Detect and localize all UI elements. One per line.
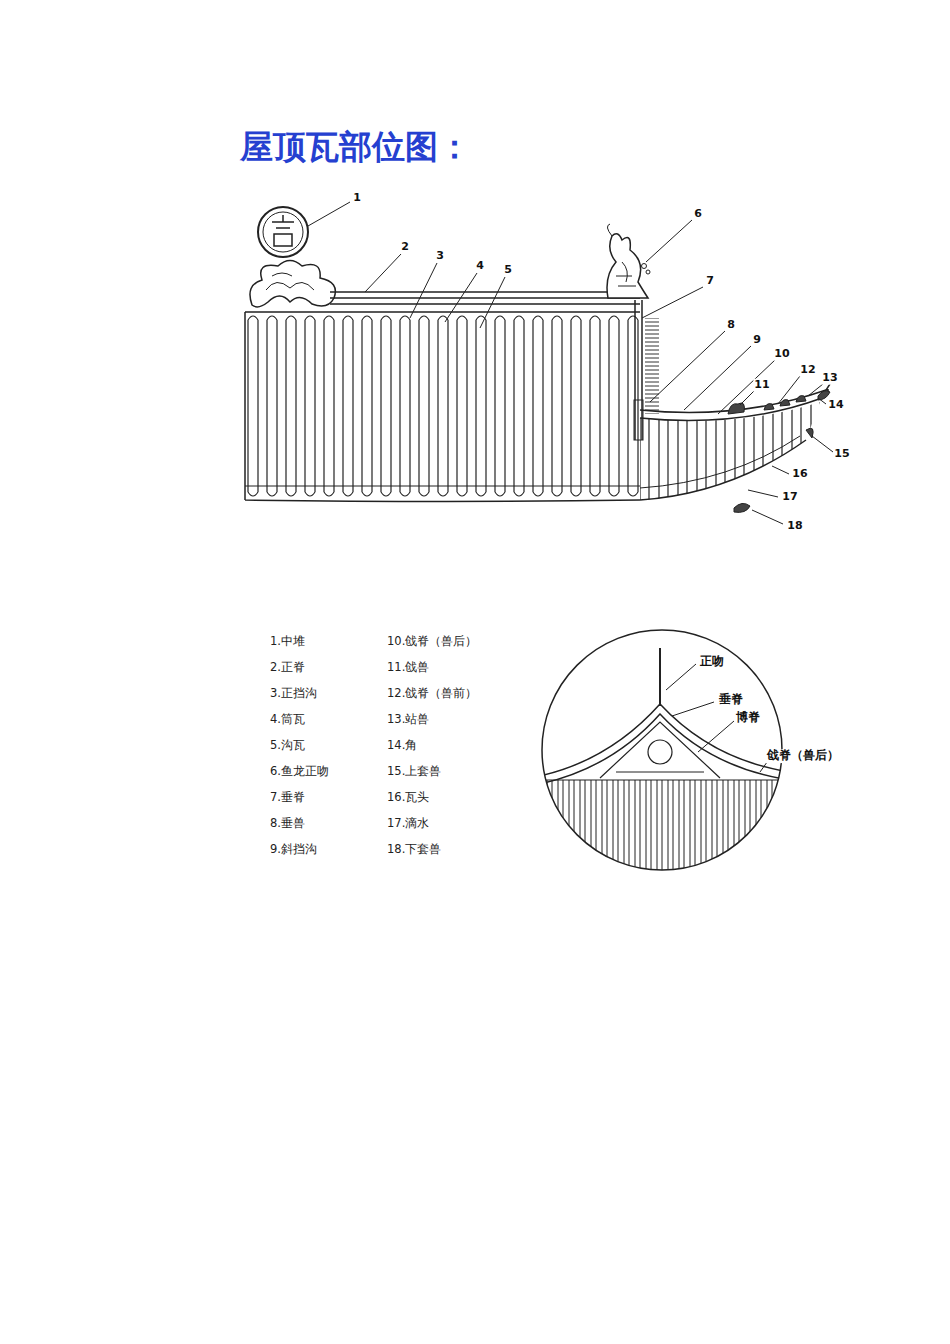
- callout-number: 18: [786, 520, 803, 533]
- callout-number: 10: [773, 348, 790, 361]
- legend-item: 18.下套兽: [387, 843, 441, 856]
- callout-number: 11: [753, 379, 770, 392]
- legend-item: 10.戗脊（兽后）: [387, 635, 477, 648]
- legend-item: 5.沟瓦: [270, 739, 305, 752]
- callout-number: 8: [726, 319, 736, 332]
- legend-item: 13.站兽: [387, 713, 429, 726]
- callout-number: 17: [781, 491, 798, 504]
- part-label: 博脊: [735, 711, 761, 725]
- legend-item: 3.正挡沟: [270, 687, 317, 700]
- legend-item: 4.筒瓦: [270, 713, 305, 726]
- callout-number: 3: [435, 250, 445, 263]
- part-label: 戗脊（兽后）: [766, 749, 840, 763]
- legend-item: 6.鱼龙正吻: [270, 765, 329, 778]
- legend-item: 14.角: [387, 739, 417, 752]
- legend-item: 8.垂兽: [270, 817, 305, 830]
- callout-number: 1: [352, 192, 362, 205]
- legend-item: 7.垂脊: [270, 791, 305, 804]
- callout-number: 13: [821, 372, 838, 385]
- callout-number: 9: [752, 334, 762, 347]
- callout-number: 12: [799, 364, 816, 377]
- callout-number: 16: [791, 468, 808, 481]
- legend-item: 15.上套兽: [387, 765, 441, 778]
- legend-item: 2.正脊: [270, 661, 305, 674]
- legend-item: 9.斜挡沟: [270, 843, 317, 856]
- callout-number: 7: [705, 275, 715, 288]
- callout-number: 2: [400, 241, 410, 254]
- page-title: 屋顶瓦部位图：: [240, 128, 471, 166]
- callout-number: 5: [503, 264, 513, 277]
- callout-number: 4: [475, 260, 485, 273]
- legend-item: 16.瓦头: [387, 791, 429, 804]
- legend-item: 17.滴水: [387, 817, 429, 830]
- legend-item: 1.中堆: [270, 635, 305, 648]
- legend-item: 12.戗脊（兽前）: [387, 687, 477, 700]
- callout-number: 6: [693, 208, 703, 221]
- callout-number: 14: [827, 399, 844, 412]
- legend-item: 11.戗兽: [387, 661, 429, 674]
- callout-number: 15: [833, 448, 850, 461]
- part-label: 垂脊: [718, 693, 744, 707]
- part-label: 正吻: [699, 655, 725, 669]
